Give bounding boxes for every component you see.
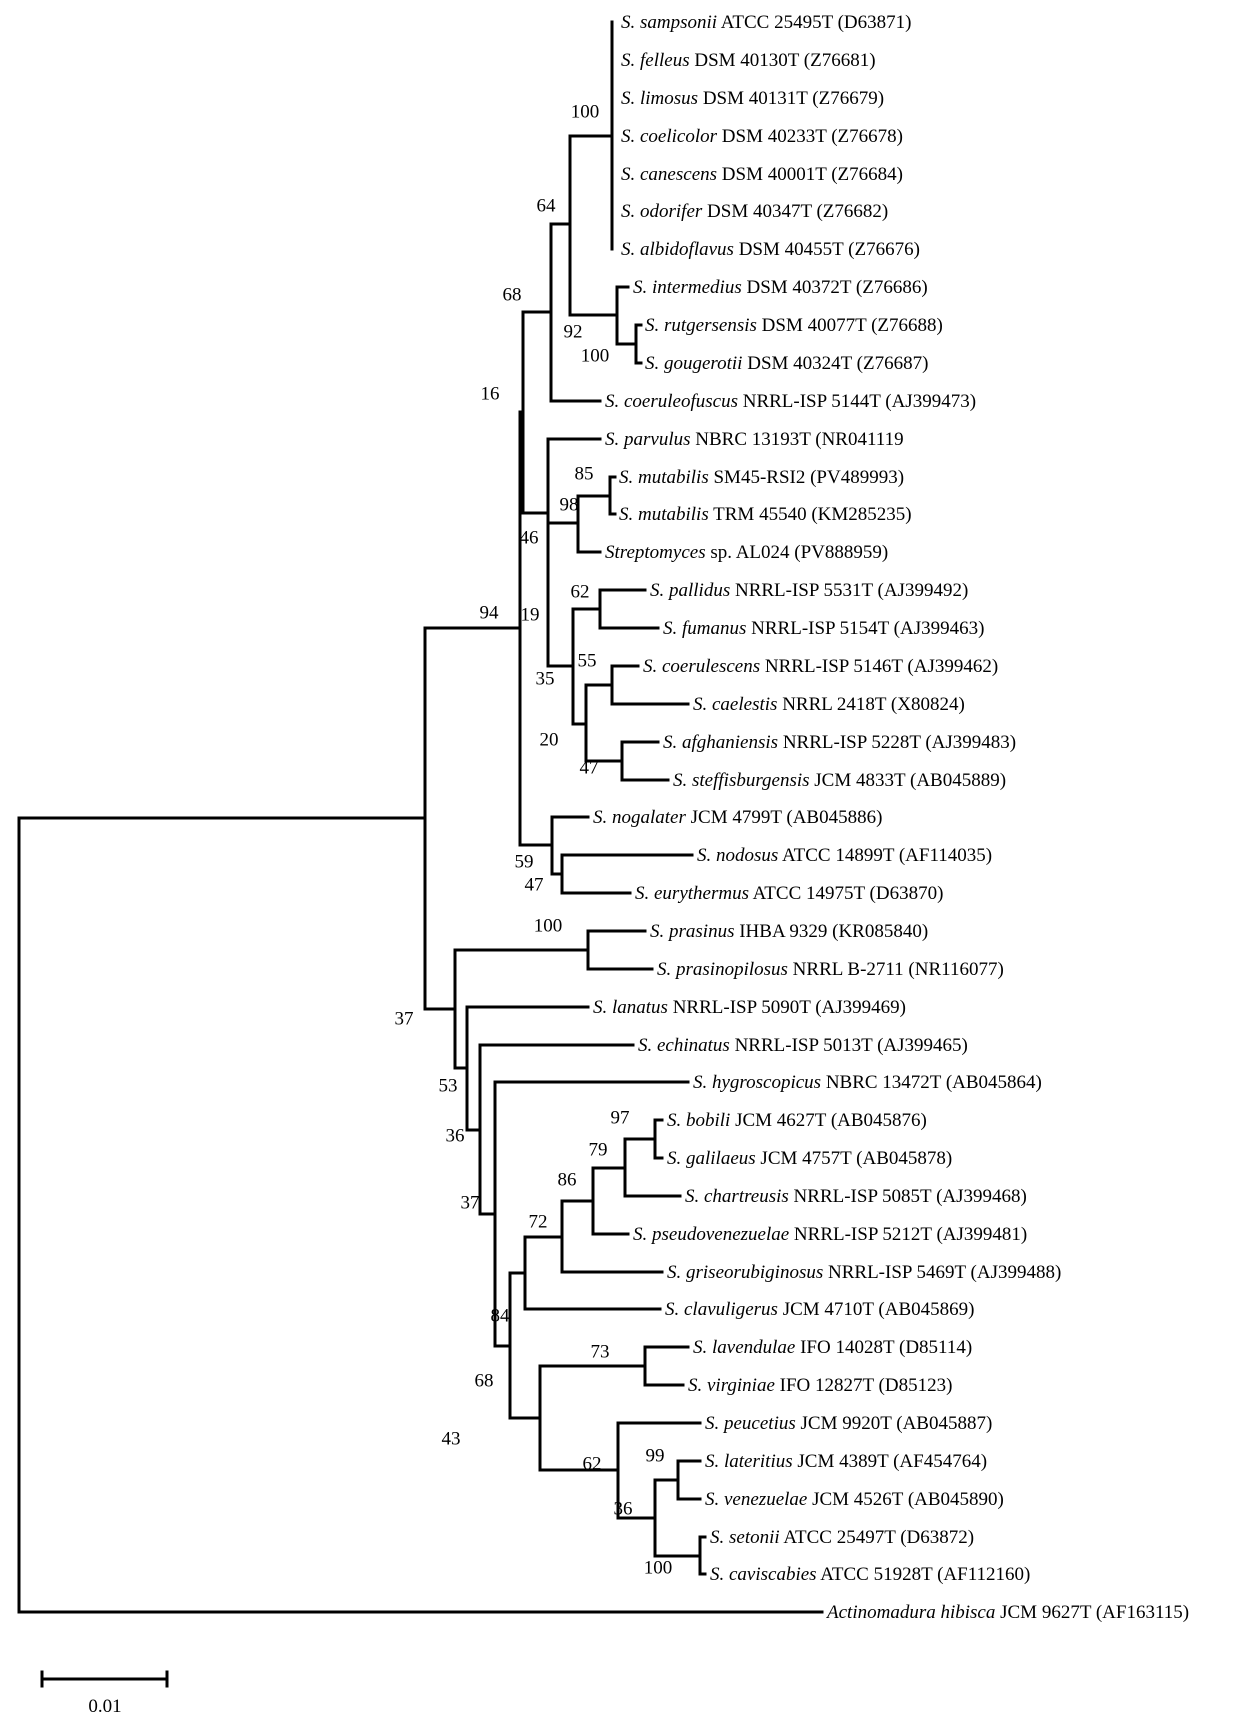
taxon-label: S. limosus DSM 40131T (Z76679) (621, 88, 884, 109)
taxon-label: S. nodosus ATCC 14899T (AF114035) (697, 845, 992, 866)
bootstrap-value: 92 (564, 322, 583, 343)
taxon-label: S. afghaniensis NRRL-ISP 5228T (AJ399483… (663, 732, 1016, 753)
taxon-label: S. mutabilis TRM 45540 (KM285235) (619, 504, 912, 525)
bootstrap-value: 100 (644, 1558, 673, 1579)
bootstrap-value: 62 (583, 1454, 602, 1475)
taxon-label: S. parvulus NBRC 13193T (NR041119 (605, 429, 904, 450)
scale-bar: 0.01 (40, 1670, 169, 1717)
taxon-label: S. lateritius JCM 4389T (AF454764) (705, 1451, 987, 1472)
taxon-label: S. lanatus NRRL-ISP 5090T (AJ399469) (593, 997, 906, 1018)
taxon-label: S. venezuelae JCM 4526T (AB045890) (705, 1489, 1004, 1510)
bootstrap-value: 37 (395, 1009, 414, 1030)
taxon-label: S. fumanus NRRL-ISP 5154T (AJ399463) (663, 618, 984, 639)
taxon-label: S. setonii ATCC 25497T (D63872) (710, 1527, 974, 1548)
taxon-label: S. mutabilis SM45-RSI2 (PV489993) (619, 467, 904, 488)
taxon-label: S. coelicolor DSM 40233T (Z76678) (621, 126, 903, 147)
bootstrap-value: 85 (575, 464, 594, 485)
taxon-label: S. coeruleofuscus NRRL-ISP 5144T (AJ3994… (605, 391, 976, 412)
bootstrap-value: 35 (536, 669, 555, 690)
bootstrap-value: 37 (461, 1193, 480, 1214)
bootstrap-value: 47 (525, 875, 544, 896)
taxon-label: S. rutgersensis DSM 40077T (Z76688) (645, 315, 943, 336)
taxon-label: S. chartreusis NRRL-ISP 5085T (AJ399468) (685, 1186, 1027, 1207)
taxon-label: S. clavuligerus JCM 4710T (AB045869) (665, 1299, 974, 1320)
bootstrap-value: 84 (491, 1306, 511, 1327)
taxon-label: S. albidoflavus DSM 40455T (Z76676) (621, 239, 920, 260)
bootstrap-value: 100 (534, 916, 563, 937)
taxon-label: S. coerulescens NRRL-ISP 5146T (AJ399462… (643, 656, 998, 677)
taxon-label: S. lavendulae IFO 14028T (D85114) (693, 1337, 972, 1358)
bootstrap-value: 36 (614, 1499, 633, 1520)
taxon-label: S. steffisburgensis JCM 4833T (AB045889) (673, 770, 1006, 791)
taxon-label: S. eurythermus ATCC 14975T (D63870) (635, 883, 943, 904)
taxon-label: S. prasinopilosus NRRL B-2711 (NR116077) (657, 959, 1004, 980)
taxon-label: S. echinatus NRRL-ISP 5013T (AJ399465) (638, 1035, 968, 1056)
taxon-label: S. nogalater JCM 4799T (AB045886) (593, 807, 882, 828)
bootstrap-value: 53 (439, 1076, 458, 1097)
taxon-label: S. hygroscopicus NBRC 13472T (AB045864) (693, 1072, 1042, 1093)
bootstrap-value: 68 (475, 1371, 494, 1392)
bootstrap-value: 97 (611, 1108, 630, 1129)
taxon-label: S. griseorubiginosus NRRL-ISP 5469T (AJ3… (667, 1262, 1061, 1283)
bootstrap-value: 36 (446, 1126, 465, 1147)
taxon-label: S. caelestis NRRL 2418T (X80824) (693, 694, 965, 715)
bootstrap-value: 19 (521, 605, 540, 626)
taxon-label: S. virginiae IFO 12827T (D85123) (688, 1375, 952, 1396)
bootstrap-value: 72 (529, 1212, 548, 1233)
bootstrap-value: 43 (442, 1429, 461, 1450)
bootstrap-value: 46 (520, 528, 539, 549)
bootstrap-value: 98 (560, 495, 579, 516)
taxon-label: S. gougerotii DSM 40324T (Z76687) (645, 353, 928, 374)
taxon-label: Actinomadura hibisca JCM 9627T (AF163115… (825, 1602, 1189, 1623)
taxon-label: S. peucetius JCM 9920T (AB045887) (705, 1413, 992, 1434)
bootstrap-value: 64 (537, 196, 557, 217)
taxon-label: S. canescens DSM 40001T (Z76684) (621, 164, 903, 185)
bootstrap-value: 73 (591, 1342, 610, 1363)
tree-branches (17, 20, 824, 1614)
taxon-label: Streptomyces sp. AL024 (PV888959) (605, 542, 888, 563)
bootstrap-value: 20 (540, 730, 559, 751)
bootstrap-value: 68 (503, 285, 522, 306)
bootstrap-value: 55 (578, 651, 597, 672)
taxon-label: S. felleus DSM 40130T (Z76681) (621, 50, 876, 71)
bootstrap-value: 79 (589, 1140, 608, 1161)
scale-bar-label: 0.01 (88, 1696, 121, 1717)
taxon-label: S. pseudovenezuelae NRRL-ISP 5212T (AJ39… (633, 1224, 1027, 1245)
taxon-label: S. prasinus IHBA 9329 (KR085840) (650, 921, 928, 942)
taxon-label: S. caviscabies ATCC 51928T (AF112160) (710, 1564, 1030, 1585)
bootstrap-value: 47 (580, 758, 599, 779)
bootstrap-value: 100 (571, 102, 600, 123)
taxon-label: S. pallidus NRRL-ISP 5531T (AJ399492) (650, 580, 968, 601)
taxon-label: S. odorifer DSM 40347T (Z76682) (621, 201, 888, 222)
taxon-label: S. intermedius DSM 40372T (Z76686) (633, 277, 928, 298)
bootstrap-value: 62 (571, 582, 590, 603)
taxon-label: S. galilaeus JCM 4757T (AB045878) (667, 1148, 952, 1169)
bootstrap-value: 100 (581, 346, 610, 367)
taxon-labels: S. sampsonii ATCC 25495T (D63871) S. fell… (593, 12, 1189, 1623)
bootstrap-value: 86 (558, 1170, 577, 1191)
taxon-label: S. sampsonii ATCC 25495T (D63871) (621, 12, 912, 33)
bootstrap-value: 99 (646, 1446, 665, 1467)
taxon-label: S. bobili JCM 4627T (AB045876) (667, 1110, 927, 1131)
bootstrap-value: 16 (481, 384, 500, 405)
bootstrap-value: 59 (515, 852, 534, 873)
bootstrap-value: 94 (480, 603, 500, 624)
